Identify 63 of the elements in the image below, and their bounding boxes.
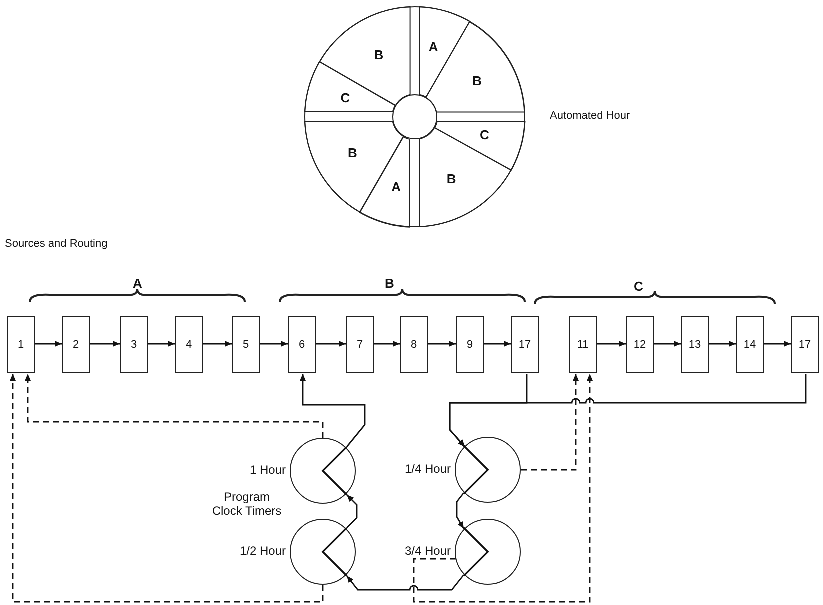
source-box: 1 <box>7 316 35 373</box>
source-box: 5 <box>232 316 260 373</box>
wheel-segment <box>305 122 404 212</box>
source-box: 4 <box>175 316 203 373</box>
arrow <box>300 374 366 448</box>
dashed-arrow <box>413 374 593 603</box>
wheel-segment <box>420 128 512 227</box>
segment-letter: B <box>374 47 384 62</box>
timer-label: 1/2 Hour <box>240 544 286 558</box>
arrow <box>346 574 465 591</box>
wheel-segment <box>320 7 410 106</box>
source-box: 8 <box>400 316 428 373</box>
segment-letter: B <box>348 145 358 160</box>
dashed-arrow <box>10 374 324 603</box>
source-box: 12 <box>626 316 654 373</box>
segment-letter: C <box>480 128 490 143</box>
wheel-segment <box>360 136 410 227</box>
timer-label: 1/4 Hour <box>404 462 451 476</box>
arrow <box>456 492 465 530</box>
arrow <box>654 341 681 347</box>
arrow <box>764 341 791 347</box>
segment-letter: B <box>472 73 482 88</box>
group-letter: A <box>133 276 142 291</box>
arrow <box>428 341 456 347</box>
arrow <box>484 341 511 347</box>
source-box: 7 <box>346 316 374 373</box>
arrow <box>597 341 626 347</box>
source-box: 17 <box>791 316 819 373</box>
arrow <box>260 341 288 347</box>
arrow <box>316 341 346 347</box>
arrow <box>90 341 120 347</box>
source-box: 13 <box>681 316 709 373</box>
source-box: 3 <box>120 316 148 373</box>
source-box: 6 <box>288 316 316 373</box>
section-heading: Sources and Routing <box>5 238 108 250</box>
segment-letter: A <box>392 179 402 194</box>
segment-letter: A <box>428 40 438 55</box>
wheel-segment <box>426 22 525 112</box>
segment-letter: C <box>340 90 350 106</box>
timer-label: 3/4 Hour <box>404 544 451 558</box>
timers-caption: Program Clock Timers <box>211 490 283 518</box>
source-box: 11 <box>569 316 597 373</box>
wheel-segment <box>434 122 525 170</box>
dashed-arrow <box>25 374 324 438</box>
wheel-caption: Automated Hour <box>550 110 630 122</box>
source-box: 17 <box>511 316 539 373</box>
group-letter: C <box>634 279 644 294</box>
segment-letter: B <box>446 172 456 187</box>
arrow <box>449 374 807 448</box>
wheel-segment <box>420 7 470 98</box>
source-box: 2 <box>62 316 90 373</box>
source-box: 9 <box>456 316 484 373</box>
arrow <box>35 341 62 347</box>
arrow <box>346 494 358 528</box>
wheel-segment <box>305 62 396 112</box>
timer-label: 1 Hour <box>250 463 286 477</box>
arrow <box>709 341 736 347</box>
dashed-arrow <box>521 374 579 471</box>
arrow <box>148 341 175 347</box>
group-letter: B <box>385 276 394 291</box>
source-box: 14 <box>736 316 764 373</box>
arrow <box>203 341 232 347</box>
arrow <box>374 341 400 347</box>
